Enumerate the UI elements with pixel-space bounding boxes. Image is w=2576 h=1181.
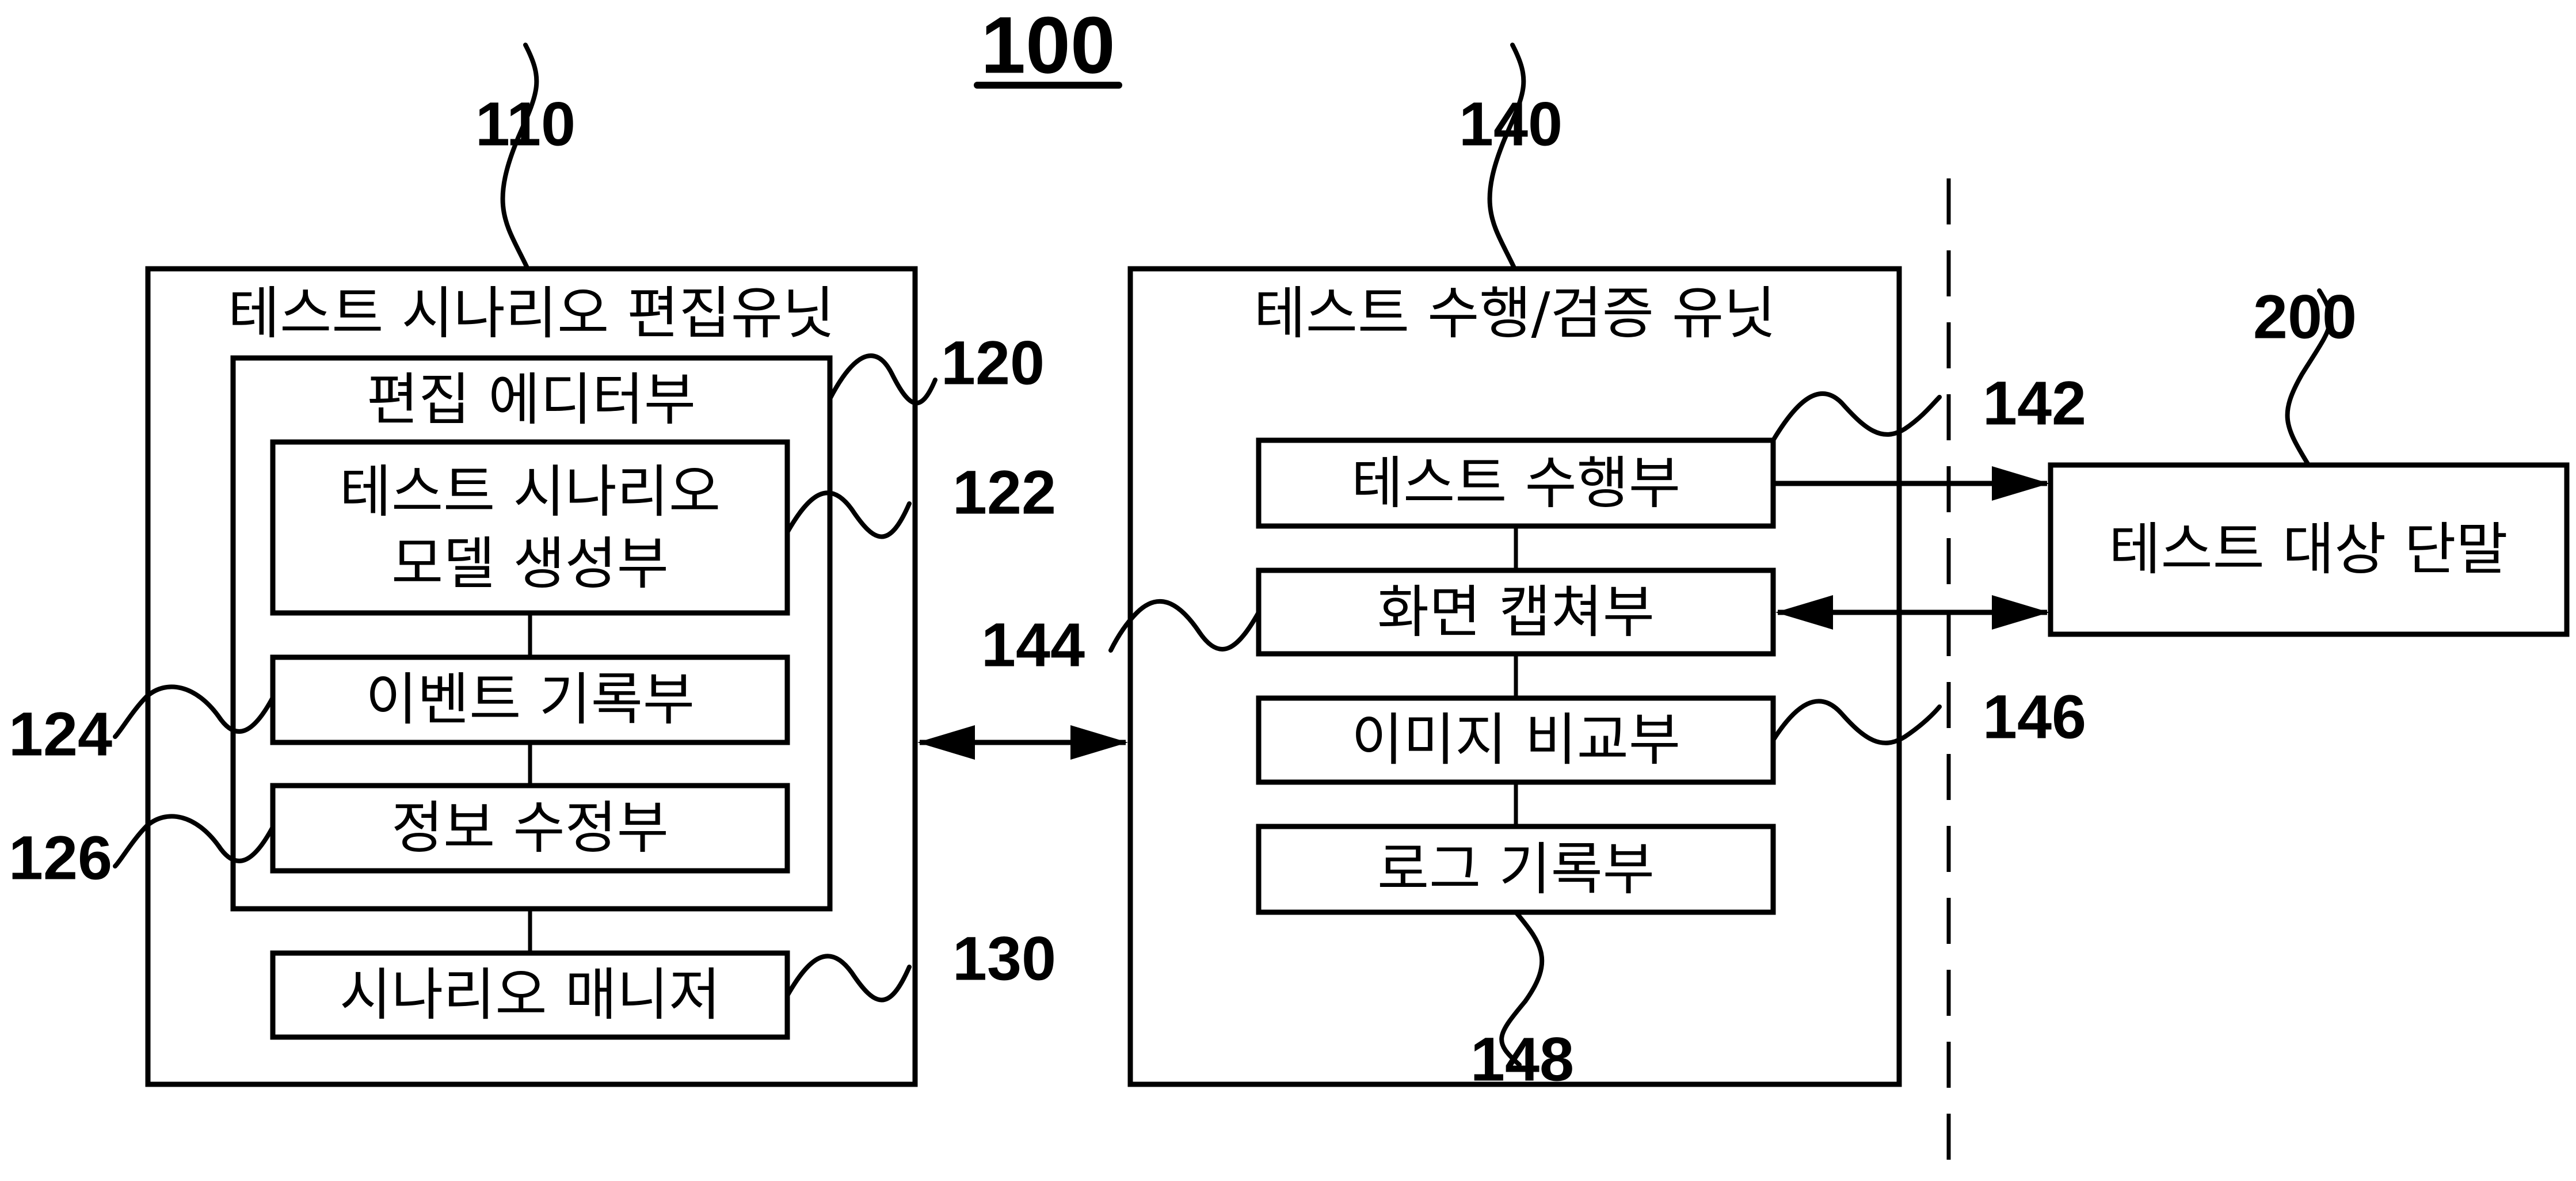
ref-110: 110 [475,89,576,159]
leader-120 [828,353,938,406]
model-generator-label-line2: 모델 생성부 [391,531,669,597]
leader-148 [1499,910,1545,1067]
editing-unit-label: 테스트 시나리오 편집유닛 [228,281,834,346]
ref-124: 124 [9,699,112,769]
test-executor-box [1256,437,1776,529]
event-recorder-label: 이벤트 기록부 [365,667,695,733]
ref-120: 120 [941,328,1045,398]
leader-130 [785,954,912,1003]
target-device-box [2048,462,2570,637]
ref-140: 140 [1459,89,1563,159]
event-recorder-box [270,654,790,745]
ref-126: 126 [9,823,112,893]
log-recorder-label: 로그 기록부 [1377,837,1655,902]
image-compare-box [1256,695,1776,785]
ref-146: 146 [1983,682,2086,752]
leader-110 [500,43,539,269]
ref-130: 130 [952,924,1056,993]
figure-title-ref: 100 [981,0,1115,90]
exec-verify-unit-label: 테스트 수행/검증 유닛 [1254,281,1776,346]
leader-124 [113,684,275,739]
screen-capture-label: 화면 캡쳐부 [1377,580,1655,645]
target-device-label: 테스트 대상 단말 [2109,517,2508,582]
scenario-manager-box [270,950,790,1040]
info-modifier-box [270,783,790,874]
ref-148: 148 [1470,1024,1574,1094]
ref-122: 122 [952,458,1056,527]
model-generator-label-line1: 테스트 시나리오 [340,459,721,525]
log-recorder-box [1256,824,1776,915]
ref-200: 200 [2253,282,2357,352]
leader-126 [113,814,275,868]
editor-label: 편집 에디터부 [367,367,696,433]
test-executor-label: 테스트 수행부 [1351,451,1681,516]
leader-200 [2285,288,2333,466]
info-modifier-label: 정보 수정부 [391,795,669,861]
image-compare-label: 이미지 비교부 [1351,707,1681,773]
screen-capture-box [1256,567,1776,657]
scenario-manager-label: 시나리오 매니저 [340,962,721,1028]
ref-142: 142 [1983,368,2086,438]
leader-122 [785,490,912,539]
leader-142 [1771,391,1942,443]
model-generator-box [270,439,790,616]
leader-144 [1108,599,1261,653]
leader-140 [1487,43,1526,269]
leader-146 [1771,699,1942,745]
ref-144: 144 [981,610,1085,680]
